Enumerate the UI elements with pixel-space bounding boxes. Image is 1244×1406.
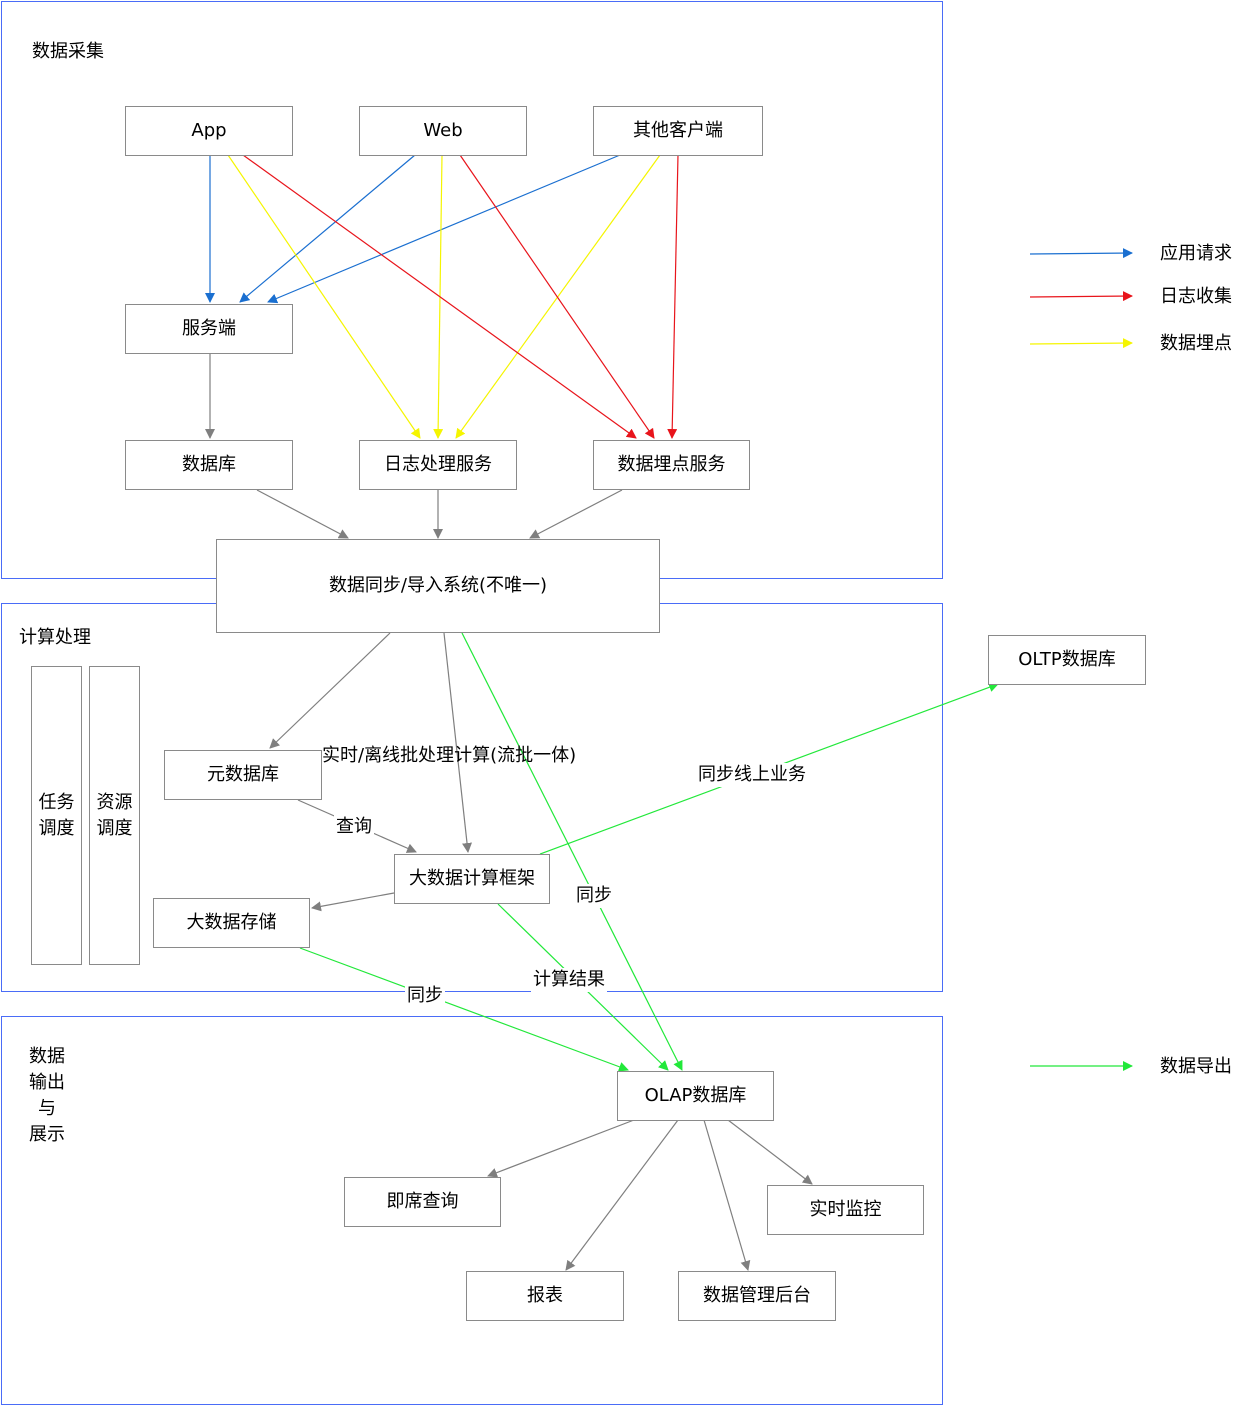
legend-arrow-app-request: [1029, 248, 1133, 259]
edge-sync-to-olap: [461, 632, 683, 1071]
edge-olap-to-monitor: [727, 1119, 813, 1185]
edge-olap-to-admin: [703, 1119, 751, 1271]
edge-label-sync-a: 同步: [574, 884, 614, 908]
section-data-output: [1, 1016, 943, 1405]
edge-app-to-tracking-service: [242, 154, 637, 439]
edge-framework-to-storage: [311, 892, 395, 912]
legend-arrow-log-collect: [1029, 291, 1133, 302]
node-realtime-monitor: 实时监控: [767, 1185, 924, 1235]
section-title-collect: 数据采集: [32, 41, 104, 62]
node-log-service: 日志处理服务: [359, 440, 517, 490]
legend-label-data-export: 数据导出: [1160, 1056, 1232, 1077]
section-title-output: 数据 输出 与 展示: [29, 1046, 65, 1145]
edge-olap-to-adhoc: [487, 1119, 635, 1178]
edge-web-to-tracking-service: [459, 154, 655, 439]
node-olap-db: OLAP数据库: [617, 1071, 774, 1121]
node-database: 数据库: [125, 440, 293, 490]
node-app: App: [125, 106, 293, 156]
edge-app-to-log-service: [227, 154, 421, 439]
legend-label-tracking: 数据埋点: [1160, 333, 1232, 354]
node-adhoc-query: 即席查询: [344, 1177, 501, 1227]
edge-storage-to-olap: [299, 947, 629, 1072]
legend-arrow-tracking: [1029, 338, 1133, 349]
edge-web-to-server: [239, 154, 416, 303]
edge-other-to-server: [267, 154, 621, 304]
edge-sync-to-metadata: [269, 632, 391, 749]
edge-label-compute-result: 计算结果: [531, 968, 607, 992]
node-task-scheduling: 任务 调度: [31, 666, 82, 965]
node-other-client: 其他客户端: [593, 106, 763, 156]
node-web: Web: [359, 106, 527, 156]
edge-olap-to-report: [565, 1119, 679, 1271]
node-metadata-db: 元数据库: [164, 750, 322, 800]
node-sync-system: 数据同步/导入系统(不唯一): [216, 539, 660, 633]
edge-tracking-service-to-sync: [529, 489, 623, 539]
edge-sync-to-framework: [443, 632, 472, 853]
edge-label-sync-online: 同步线上业务: [696, 763, 808, 787]
edge-label-realtime-offline: 实时/离线批处理计算(流批一体): [322, 745, 577, 766]
edge-other-to-tracking-service: [667, 154, 679, 439]
section-title-compute: 计算处理: [19, 627, 91, 648]
legend-label-log-collect: 日志收集: [1160, 286, 1232, 307]
node-resource-scheduling: 资源 调度: [89, 666, 140, 965]
edge-database-to-sync: [256, 489, 349, 539]
edge-label-query: 查询: [334, 815, 374, 839]
node-server: 服务端: [125, 304, 293, 354]
node-bigdata-storage: 大数据存储: [153, 898, 310, 948]
legend-label-app-request: 应用请求: [1160, 243, 1232, 264]
node-tracking-service: 数据埋点服务: [593, 440, 750, 490]
edge-label-sync-b: 同步: [405, 984, 445, 1008]
node-admin-backend: 数据管理后台: [678, 1271, 836, 1321]
node-report: 报表: [466, 1271, 624, 1321]
node-bigdata-framework: 大数据计算框架: [394, 854, 550, 904]
node-oltp-db: OLTP数据库: [988, 635, 1146, 685]
edge-other-to-log-service: [455, 154, 661, 439]
